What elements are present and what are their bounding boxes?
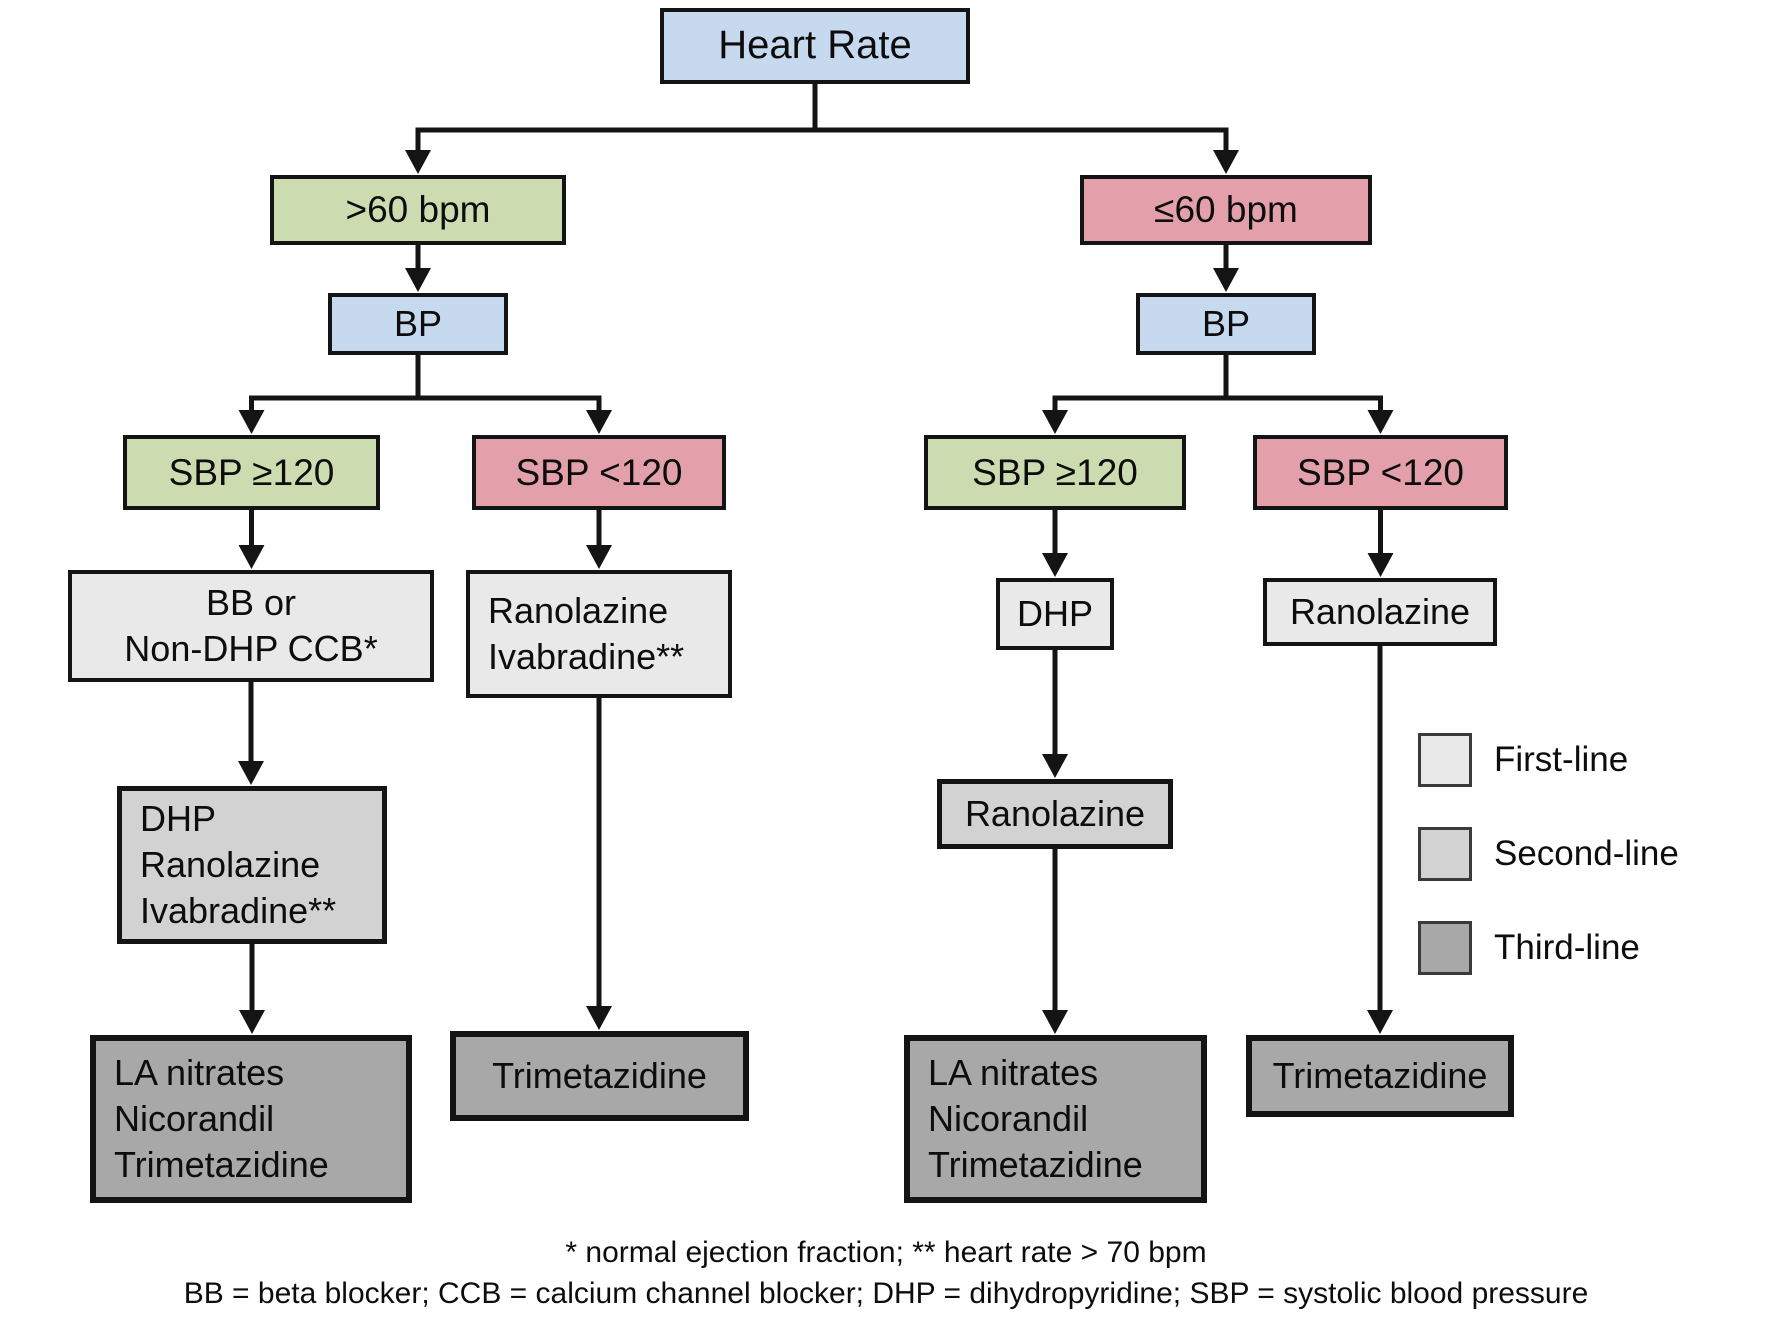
flow-node-hr-le-60: ≤60 bpm <box>1080 175 1372 245</box>
arrowhead <box>238 410 265 434</box>
flow-node-label: BP <box>393 302 443 344</box>
flow-node-label: Trimetazidine <box>492 1054 707 1096</box>
arrowhead <box>586 545 612 569</box>
flow-node-ranolazine-second: Ranolazine <box>937 779 1173 849</box>
flow-node-hr-gt-60: >60 bpm <box>270 175 566 245</box>
arrowhead <box>405 150 431 174</box>
legend-label: First-line <box>1494 740 1629 779</box>
flow-node-label: SBP <120 <box>515 451 683 493</box>
arrowhead <box>586 1006 612 1030</box>
flow-node-label: Trimetazidine <box>928 1144 1143 1186</box>
flow-node-label: Ivabradine** <box>140 890 337 932</box>
flow-node-label: >60 bpm <box>345 189 491 231</box>
flow-node-heart-rate: Heart Rate <box>660 8 970 84</box>
arrowhead <box>1042 1010 1068 1034</box>
arrowhead <box>1213 150 1239 174</box>
arrowhead <box>1367 1010 1393 1034</box>
footnote-abbrev-asterisks: * normal ejection fraction; ** heart rat… <box>565 1236 1207 1269</box>
legend-label: Third-line <box>1494 928 1640 967</box>
flow-node-trimetazidine-left: Trimetazidine <box>450 1031 749 1121</box>
third-line-swatch <box>1418 921 1472 975</box>
flow-node-sbp-lt-120-right: SBP <120 <box>1253 435 1508 510</box>
legend: First-line Second-line Third-line <box>1418 733 1679 1015</box>
flow-node-label: LA nitrates <box>928 1051 1099 1093</box>
flow-node-label: SBP ≥120 <box>168 451 335 493</box>
second-line-swatch <box>1418 827 1472 881</box>
arrowhead <box>1367 410 1394 434</box>
flow-node-ranolazine-first: Ranolazine <box>1263 578 1497 646</box>
flow-node-label: Ranolazine <box>1289 590 1471 632</box>
legend-item-third-line: Third-line <box>1418 921 1679 975</box>
flow-node-dhp-first: DHP <box>996 578 1114 650</box>
footnotes: * normal ejection fraction; ** heart rat… <box>0 1232 1772 1314</box>
flow-node-label: DHP <box>1016 592 1093 634</box>
flow-node-label: Ranolazine <box>140 843 321 885</box>
arrowhead <box>1042 410 1068 434</box>
footnote-abbrev-drugs: BB = beta blocker; CCB = calcium channel… <box>183 1277 1589 1310</box>
flow-node-label: SBP <120 <box>1297 451 1464 493</box>
flow-node-label: Nicorandil <box>114 1097 275 1139</box>
flow-node-label: BB or <box>205 581 297 623</box>
arrowhead <box>586 410 612 434</box>
flow-node-label: Non-DHP CCB* <box>124 628 378 669</box>
flow-node-label: Ranolazine <box>964 792 1146 834</box>
arrowhead <box>405 268 431 292</box>
flow-node-label: BP <box>1201 302 1251 344</box>
flow-node-label: Nicorandil <box>928 1097 1089 1139</box>
flow-node-bp-left: BP <box>328 293 508 355</box>
arrowhead <box>1042 754 1068 778</box>
arrowhead <box>238 545 265 569</box>
flow-node-sbp-lt-120-left: SBP <120 <box>472 435 726 510</box>
legend-label: Second-line <box>1494 834 1679 873</box>
flow-node-label: Trimetazidine <box>114 1144 329 1186</box>
flow-node-label: SBP ≥120 <box>972 451 1138 493</box>
arrowhead <box>239 1010 265 1034</box>
arrowhead <box>1213 268 1239 292</box>
arrowhead <box>1367 553 1394 577</box>
flow-node-bb-or-non-dhp-ccb: BB or Non-DHP CCB* <box>68 570 434 682</box>
flow-node-label: Trimetazidine <box>1272 1054 1488 1096</box>
arrowhead <box>1042 553 1068 577</box>
flow-node-label: ≤60 bpm <box>1154 189 1298 231</box>
flow-node-label: LA nitrates <box>114 1051 285 1093</box>
flow-node-trimetazidine-right: Trimetazidine <box>1246 1035 1514 1117</box>
flow-node-label: Ivabradine** <box>488 636 685 677</box>
flow-node-label: Heart Rate <box>718 23 912 68</box>
flow-node-label: DHP <box>140 797 217 839</box>
flow-node-sbp-ge-120-right: SBP ≥120 <box>924 435 1186 510</box>
first-line-swatch <box>1418 733 1472 787</box>
flow-node-sbp-ge-120-left: SBP ≥120 <box>123 435 380 510</box>
flow-node-bp-right: BP <box>1136 293 1316 355</box>
legend-item-first-line: First-line <box>1418 733 1679 787</box>
flow-node-label: Ranolazine <box>488 589 669 631</box>
arrowhead <box>238 761 264 785</box>
legend-item-second-line: Second-line <box>1418 827 1679 881</box>
